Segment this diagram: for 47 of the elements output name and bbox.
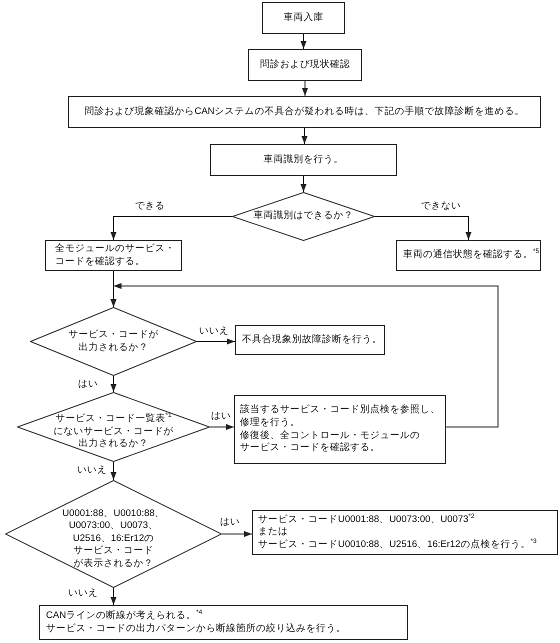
question-text: サービス・コード一覧表$^{*1}$にないサービス・コードが出力されるか？ <box>52 413 174 451</box>
arrow <box>302 80 308 96</box>
step-text: 不具合現象別故障診断を行う。 <box>242 334 382 346</box>
arrow <box>222 531 252 537</box>
process-box <box>235 325 385 355</box>
arrow <box>110 216 232 240</box>
step-text: 問診および現象確認からCANシステムの不具合が疑われる時は、下記の手順で故障診断を進める。 <box>83 106 526 118</box>
decision-diamond <box>30 307 197 376</box>
question-text: サービス・コードが出力されるか？ <box>68 328 160 354</box>
step-text: サービス・コードU0001:88、U0073:00、U0073$^{*2}$ <box>258 514 476 526</box>
step-text: 問診および現状確認 <box>259 58 351 72</box>
step-text: サービス・コードの出力パターンから断線箇所の絞り込みを行う。 <box>46 622 347 636</box>
arrow <box>110 462 116 480</box>
edge-label: できる <box>134 200 166 214</box>
arrow <box>300 176 306 192</box>
decision-diamond <box>5 480 222 588</box>
arrow <box>110 283 498 428</box>
arrow <box>110 376 116 392</box>
process-box <box>39 605 408 640</box>
process-box <box>248 49 362 81</box>
decision-diamond <box>17 392 210 462</box>
process-box <box>45 240 182 271</box>
step-text: 修復後、全コントロール・モジュールのサービス・コードを確認する。 <box>240 430 421 455</box>
step-text: 車両入庫 <box>282 12 324 24</box>
question-text: 車両識別はできるか？ <box>252 210 354 223</box>
step-text: サービス・コードU0010:88、U2516、16:Er12の点検を行う。$^{*3}$ <box>258 538 538 552</box>
process-box <box>252 510 558 555</box>
arrow <box>196 338 236 344</box>
arrow <box>300 34 306 50</box>
process-box <box>68 96 541 128</box>
process-box <box>234 395 446 464</box>
step-text: 該当するサービス・コード別点検を参照し、修理を行う。 <box>240 404 441 430</box>
step-text: 車両識別を行う。 <box>262 154 344 166</box>
arrow <box>110 588 116 606</box>
process-box <box>396 240 541 271</box>
question-text: U0001:88、U0010:88、U0073:00、U0073、U2516、16:Er12のサービス・コードが表示されるか？ <box>61 508 166 570</box>
arrow <box>302 128 308 144</box>
arrow <box>374 216 472 240</box>
step-text: または <box>258 526 289 539</box>
arrow <box>210 424 234 430</box>
step-text: 車両の通信状態を確認する。$^{*5}$ <box>403 249 538 262</box>
decision-diamond <box>232 192 375 241</box>
edge-label: できない <box>420 200 462 214</box>
process-box <box>210 144 397 176</box>
process-box <box>262 2 345 34</box>
step-text: 全モジュールのサービス・コードを確認する。 <box>55 242 176 268</box>
step-text: CANラインの断線が考えられる。$^{*4}$ <box>46 610 204 622</box>
